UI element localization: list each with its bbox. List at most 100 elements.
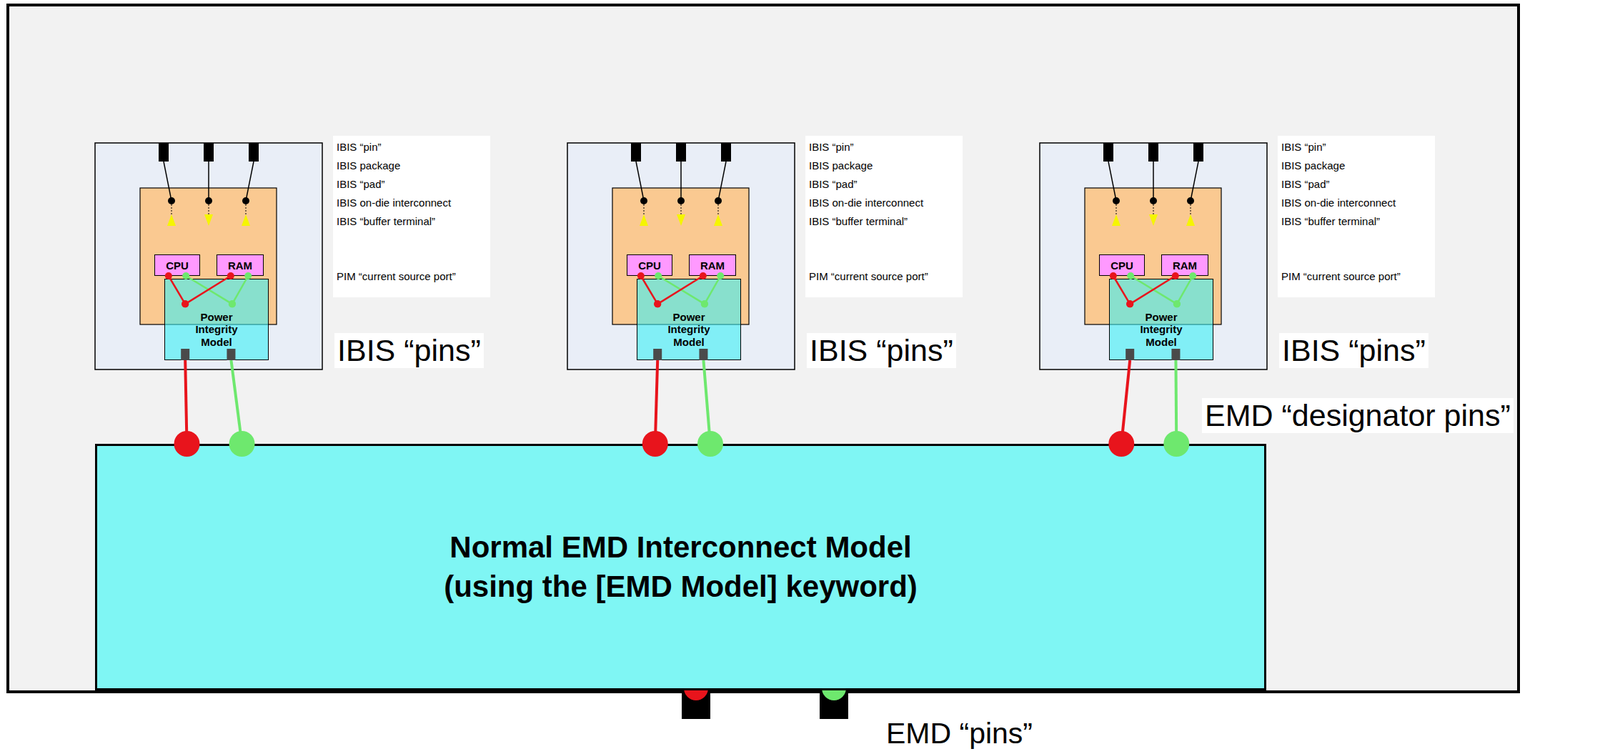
port-dot	[165, 272, 173, 280]
buffer-arrow	[1111, 214, 1121, 226]
pim-label: Power Integrity Model	[186, 310, 247, 349]
port-dot	[1189, 272, 1197, 280]
package-lead	[1152, 161, 1155, 201]
power-connector	[1121, 360, 1130, 444]
designator-pin	[697, 430, 724, 457]
pad-dot	[167, 197, 176, 205]
port-dot	[701, 300, 709, 308]
layer-note: IBIS package	[336, 159, 401, 172]
package-lead	[163, 161, 172, 201]
on-die-interconnect	[208, 204, 210, 215]
power-connector	[1129, 275, 1176, 304]
pad-dot	[677, 197, 685, 205]
designator-pin	[229, 430, 256, 457]
chip-body	[95, 142, 323, 370]
on-die-interconnect	[1153, 204, 1155, 215]
package-lead	[1108, 161, 1117, 201]
layer-note: IBIS “pad”	[808, 177, 858, 191]
chip-body	[567, 142, 795, 370]
port-dot	[637, 272, 645, 280]
power-connector	[1113, 275, 1130, 304]
package-pin	[676, 142, 687, 162]
layer-note: IBIS “buffer terminal”	[1281, 215, 1380, 228]
power-connector	[168, 275, 186, 304]
on-die-interconnect	[643, 204, 645, 215]
power-connector	[655, 360, 658, 444]
package-pin	[1148, 142, 1159, 162]
layer-note: IBIS “pin”	[336, 140, 382, 153]
pins-label: IBIS “pins”	[334, 333, 484, 369]
ground-connector	[230, 360, 242, 444]
pad-dot	[242, 197, 250, 205]
power-connector	[657, 275, 704, 304]
port-dot	[228, 300, 236, 308]
port-dot	[699, 272, 707, 280]
ground-connector	[232, 275, 248, 304]
block-box: RAM	[688, 254, 737, 276]
designator-pins-label: EMD “designator pins”	[1201, 398, 1514, 434]
pim-pin	[653, 348, 662, 361]
port-dot	[1173, 300, 1181, 308]
ground-connector	[1130, 275, 1177, 304]
block-box: CPU	[626, 254, 673, 276]
label-panel	[1277, 135, 1435, 298]
pim-pin	[698, 348, 708, 361]
pins-label: IBIS “pins”	[1279, 333, 1429, 369]
pad-dot	[1149, 197, 1157, 205]
on-die-interconnect	[718, 204, 719, 215]
designator-pin	[642, 430, 669, 457]
package-lead	[635, 161, 644, 201]
pad-dot	[205, 197, 213, 205]
box-subheading: (using the [EMD Model] keyword)	[443, 567, 918, 607]
pim-pin	[1125, 348, 1135, 361]
layer-note: IBIS “pad”	[1281, 177, 1330, 191]
port-dot	[701, 300, 709, 308]
outer-frame	[7, 5, 1519, 692]
block-box: RAM	[1161, 254, 1209, 276]
layer-note: IBIS “buffer terminal”	[808, 215, 908, 228]
buffer-arrow	[1149, 214, 1158, 226]
layer-note: IBIS on-die interconnect	[1281, 196, 1396, 209]
port-dot	[1126, 300, 1134, 308]
on-die-interconnect	[1190, 204, 1192, 215]
block-label: CPU	[638, 259, 662, 272]
power-connector	[641, 275, 658, 304]
on-die-interconnect	[171, 204, 173, 215]
pim-pin	[226, 348, 236, 361]
package-pin	[630, 142, 642, 162]
package-pin	[248, 142, 259, 162]
pim-box: Power Integrity Model	[1109, 278, 1214, 361]
port-dot	[654, 272, 662, 280]
port-dot	[227, 272, 235, 280]
package-lead	[245, 161, 254, 201]
designator-pin	[1163, 430, 1190, 457]
power-connector	[185, 275, 231, 304]
buffer-arrow	[1186, 214, 1195, 226]
pad-dot	[714, 197, 722, 205]
layer-note: PIM “current source port”	[1281, 270, 1401, 283]
designator-pin	[1108, 430, 1135, 457]
layer-note: IBIS on-die interconnect	[336, 196, 451, 209]
ground-connector	[185, 275, 233, 304]
package-lead	[680, 161, 682, 201]
package-pin	[1193, 142, 1204, 162]
layer-note: IBIS “buffer terminal”	[336, 215, 436, 228]
pad-dot	[1186, 197, 1195, 205]
chip-body	[1039, 142, 1267, 370]
ground-connector	[703, 360, 711, 444]
package-lead	[1190, 161, 1199, 201]
designator-pin	[173, 430, 200, 457]
port-dot	[1126, 300, 1134, 308]
port-dot	[1171, 272, 1180, 280]
layer-note: PIM “current source port”	[808, 270, 929, 283]
port-dot	[181, 300, 189, 308]
block-box: CPU	[1099, 254, 1145, 276]
layer-note: PIM “current source port”	[336, 270, 456, 283]
pim-pin	[180, 348, 190, 361]
power-connector	[185, 360, 187, 444]
on-die-interconnect	[245, 204, 247, 215]
pim-label: Power Integrity Model	[1131, 310, 1192, 349]
pim-box: Power Integrity Model	[164, 278, 269, 361]
port-dot	[182, 272, 190, 280]
